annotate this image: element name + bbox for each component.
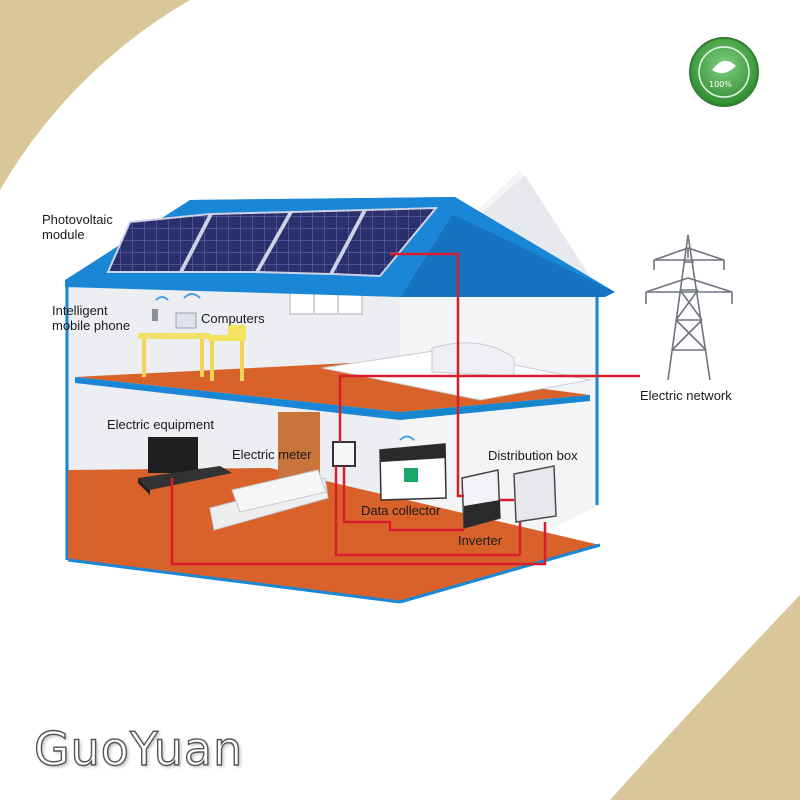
label-electric-meter: Electric meter	[232, 447, 312, 462]
inverter-device	[461, 469, 501, 529]
brand-logo-text: GuoYuan	[33, 721, 244, 776]
label-computers: Computers	[201, 311, 265, 326]
phone	[152, 309, 158, 321]
wiring	[170, 252, 640, 566]
label-electric-equipment: Electric equipment	[107, 417, 214, 432]
computer	[175, 312, 197, 329]
wifi-icon	[155, 293, 201, 301]
label-inverter: Inverter	[458, 533, 503, 548]
data-collector-device	[379, 435, 447, 501]
corner-decoration-top-left	[0, 0, 190, 190]
electric-meter-device	[332, 441, 356, 467]
tv	[138, 437, 232, 495]
label-electric-network: Electric network	[640, 388, 732, 403]
seal-text: 100%	[709, 80, 732, 89]
label-photovoltaic-module: Photovoltaic module	[42, 212, 113, 242]
distribution-box-device	[513, 465, 557, 523]
label-intelligent-mobile-phone: Intelligent mobile phone	[52, 303, 131, 333]
desk	[138, 325, 246, 381]
corner-decoration-bottom-right	[610, 595, 800, 800]
lower-floor	[68, 468, 600, 602]
photovoltaic-panels	[106, 206, 439, 278]
transmission-tower-icon	[645, 234, 733, 381]
label-distribution-box: Distribution box	[488, 448, 578, 463]
quality-seal-icon	[689, 37, 759, 107]
door	[278, 412, 320, 478]
label-data-collector: Data collector	[361, 503, 441, 518]
sofa	[209, 469, 329, 531]
